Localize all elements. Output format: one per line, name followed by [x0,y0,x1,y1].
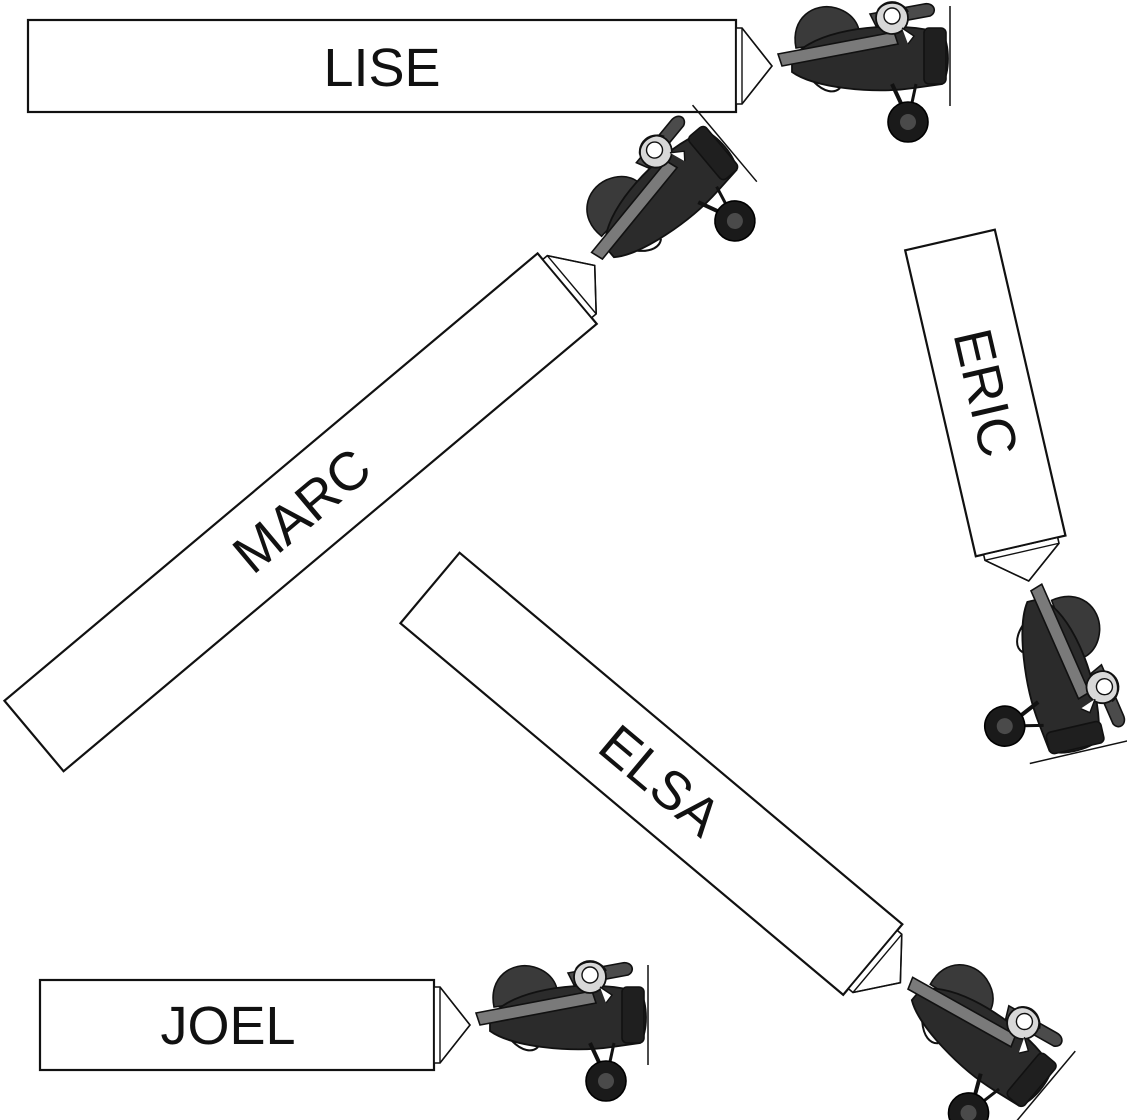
banner-lise [26,18,738,114]
banner-group-lise: LISE [26,0,952,144]
banner-group-marc: MARC [2,100,782,773]
banner-label-lise: LISE [323,38,440,98]
tow-cone-lise [735,27,773,105]
biplane-icon [954,570,1127,774]
tow-cone-joel [433,986,471,1064]
banner-label-joel: JOEL [160,996,295,1056]
banner-joel [38,978,436,1072]
banner-group-eric: ERIC [903,228,1127,774]
biplane-icon [474,959,650,1103]
banner-group-elsa: ELSA [398,551,1080,1120]
biplane-icon [776,0,952,144]
banner-group-joel: JOEL [38,959,650,1103]
